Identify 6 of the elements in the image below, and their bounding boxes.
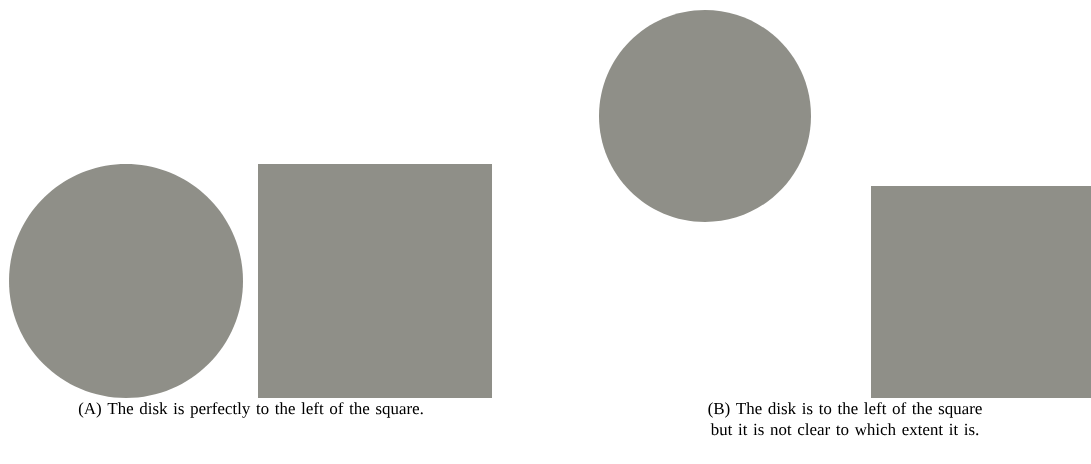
square xyxy=(871,186,1091,398)
square xyxy=(258,164,492,398)
disk xyxy=(599,10,811,222)
caption: (A) The disk is perfectly to the left of the square. xyxy=(78,402,423,418)
caption: (B) The disk is to the left of the square but it is not clear to which extent it is. xyxy=(708,402,982,436)
disk xyxy=(9,164,243,398)
